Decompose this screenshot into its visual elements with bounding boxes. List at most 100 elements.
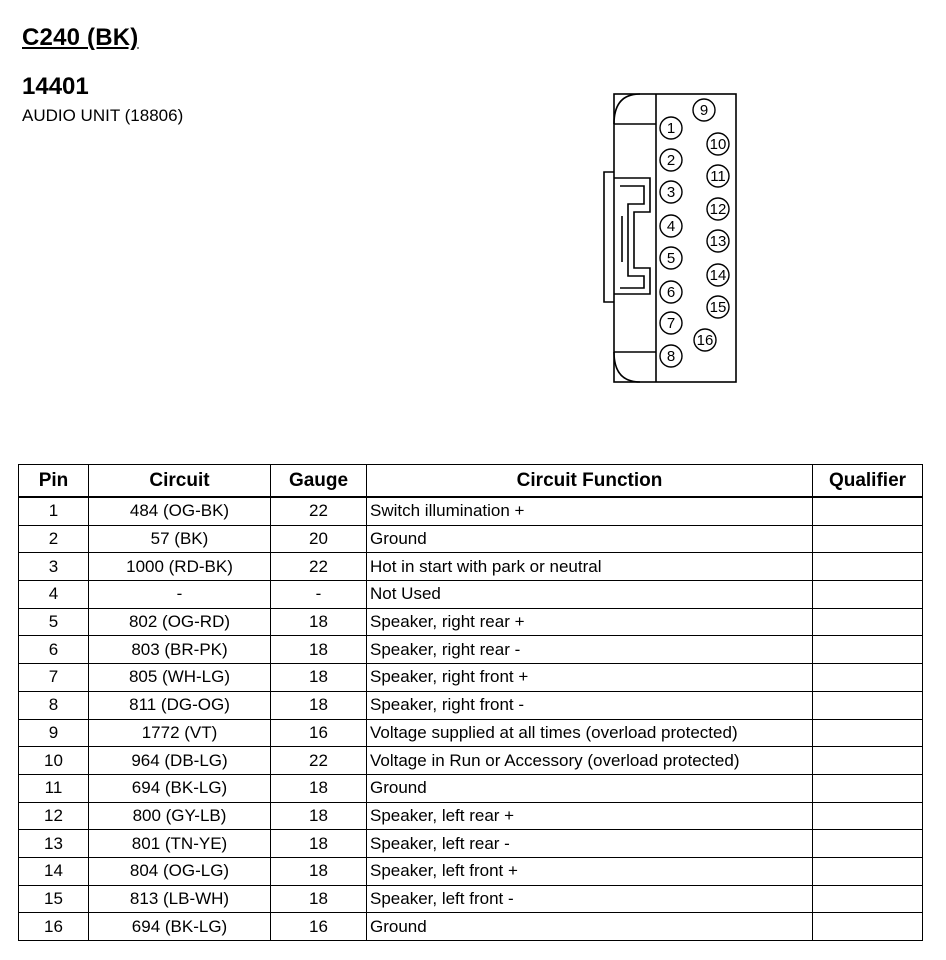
circuit-cell: 813 (LB-WH) — [88, 884, 271, 914]
function-cell: Hot in start with park or neutral — [366, 552, 813, 582]
pin-circle — [706, 197, 730, 221]
gauge-cell: 18 — [270, 801, 367, 831]
gauge-cell: 22 — [270, 496, 367, 526]
pin-circle — [659, 311, 683, 335]
circuit-cell: 804 (OG-LG) — [88, 856, 271, 886]
pin-circle — [706, 164, 730, 188]
pin-cell: 9 — [18, 718, 89, 748]
circuit-cell: 811 (DG-OG) — [88, 690, 271, 720]
pin-cell: 10 — [18, 746, 89, 775]
pin-label: 5 — [667, 250, 675, 267]
gauge-cell: 18 — [270, 690, 367, 720]
header-qualifier: Qualifier — [812, 464, 923, 498]
pin-label: 11 — [710, 168, 726, 185]
pin-cell: 6 — [18, 635, 89, 665]
pin-cell: 14 — [18, 856, 89, 886]
gauge-cell: 22 — [270, 746, 367, 775]
connector-housing — [603, 93, 737, 383]
pin-label: 14 — [710, 267, 727, 284]
gauge-cell: 18 — [270, 773, 367, 803]
pin-circle — [706, 132, 730, 156]
qualifier-cell — [812, 801, 923, 831]
gauge-cell: 18 — [270, 829, 367, 858]
pin-circle — [659, 214, 683, 238]
pin-cell: 7 — [18, 663, 89, 692]
gauge-cell: 16 — [270, 718, 367, 748]
qualifier-cell — [812, 607, 923, 637]
pin-label: 7 — [667, 315, 675, 332]
qualifier-cell — [812, 524, 923, 554]
circuit-cell: 964 (DB-LG) — [88, 746, 271, 775]
pin-cell: 11 — [18, 773, 89, 803]
function-cell: Speaker, left rear - — [366, 829, 813, 858]
circuit-cell: 694 (BK-LG) — [88, 912, 271, 941]
circuit-cell: 694 (BK-LG) — [88, 773, 271, 803]
function-cell: Voltage in Run or Accessory (overload pr… — [366, 746, 813, 775]
pin-circle — [659, 180, 683, 204]
gauge-cell: 18 — [270, 663, 367, 692]
qualifier-cell — [812, 663, 923, 692]
pin-label: 15 — [710, 299, 727, 316]
function-cell: Speaker, right rear - — [366, 635, 813, 665]
pin-circle — [706, 229, 730, 253]
function-cell: Voltage supplied at all times (overload … — [366, 718, 813, 748]
pin-cell: 3 — [18, 552, 89, 582]
pin-label: 13 — [710, 233, 727, 250]
table-row: 4--Not Used — [18, 580, 923, 609]
qualifier-cell — [812, 718, 923, 748]
pin-cell: 2 — [18, 524, 89, 554]
pin-circle — [706, 295, 730, 319]
gauge-cell: 18 — [270, 607, 367, 637]
table-header-row: Pin Circuit Gauge Circuit Function Quali… — [18, 464, 923, 498]
gauge-cell: 16 — [270, 912, 367, 941]
qualifier-cell — [812, 496, 923, 526]
circuit-cell: 1000 (RD-BK) — [88, 552, 271, 582]
header-circuit: Circuit — [88, 464, 271, 498]
circuit-cell: 800 (GY-LB) — [88, 801, 271, 831]
pin-cell: 15 — [18, 884, 89, 914]
circuit-cell: 1772 (VT) — [88, 718, 271, 748]
pin-label: 2 — [667, 152, 675, 169]
pin-cell: 4 — [18, 580, 89, 609]
pin-circle — [659, 246, 683, 270]
circuit-cell: 484 (OG-BK) — [88, 496, 271, 526]
gauge-cell: - — [270, 580, 367, 609]
function-cell: Not Used — [366, 580, 813, 609]
pin-cell: 1 — [18, 496, 89, 526]
gauge-cell: 18 — [270, 856, 367, 886]
pin-circle — [659, 148, 683, 172]
circuit-cell: 57 (BK) — [88, 524, 271, 554]
qualifier-cell — [812, 552, 923, 582]
function-cell: Speaker, right front + — [366, 663, 813, 692]
gauge-cell: 20 — [270, 524, 367, 554]
pin-cell: 5 — [18, 607, 89, 637]
function-cell: Ground — [366, 524, 813, 554]
pin-label: 1 — [667, 120, 675, 137]
pin-circle — [692, 98, 716, 122]
part-number: 14401 — [22, 73, 89, 100]
circuit-cell: 805 (WH-LG) — [88, 663, 271, 692]
pin-circle — [659, 344, 683, 368]
function-cell: Speaker, left front + — [366, 856, 813, 886]
pin-label: 6 — [667, 284, 675, 301]
gauge-cell: 22 — [270, 552, 367, 582]
qualifier-cell — [812, 829, 923, 858]
qualifier-cell — [812, 912, 923, 941]
pin-circle — [693, 328, 717, 352]
component-name: AUDIO UNIT (18806) — [22, 106, 184, 125]
circuit-cell: - — [88, 580, 271, 609]
connector-id: C240 (BK) — [22, 24, 139, 51]
pin-table: Pin Circuit Gauge Circuit Function Quali… — [18, 464, 923, 941]
pin-label: 9 — [700, 102, 708, 119]
gauge-cell: 18 — [270, 884, 367, 914]
circuit-cell: 802 (OG-RD) — [88, 607, 271, 637]
function-cell: Ground — [366, 773, 813, 803]
